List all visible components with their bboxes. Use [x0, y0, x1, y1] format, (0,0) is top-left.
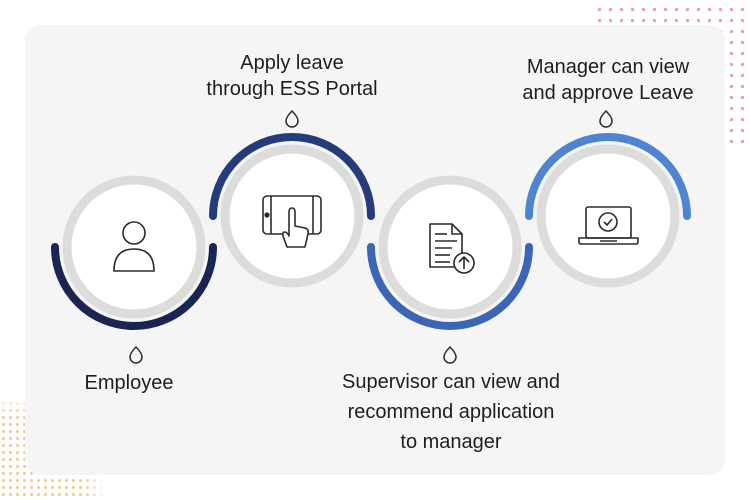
- laptop-check-icon: [578, 206, 639, 245]
- document-upload-icon: [429, 223, 475, 274]
- step-employee-label: Employee: [85, 370, 174, 396]
- step-manager: [525, 109, 691, 288]
- label-line: recommend application: [347, 401, 555, 423]
- label-line: and approve Leave: [522, 82, 694, 104]
- step-manager-label: Manager can view and approve Leave: [522, 54, 693, 106]
- user-icon: [113, 221, 155, 272]
- label-line: Apply leave: [240, 52, 344, 74]
- label-line: Manager can view: [526, 56, 690, 78]
- step-supervisor-label: Supervisor can view and recommend applic…: [342, 367, 560, 457]
- arc-manager: [525, 133, 691, 220]
- step-employee: [51, 175, 217, 364]
- pin-icon: [285, 109, 299, 128]
- step-supervisor: [367, 175, 533, 364]
- tablet-touch-icon: [262, 195, 322, 248]
- arc-apply-leave: [209, 133, 375, 220]
- pin-icon: [599, 109, 613, 128]
- step-apply-leave: [209, 109, 375, 288]
- pin-icon: [443, 345, 457, 364]
- arc-employee: [51, 243, 217, 330]
- step-apply-leave-label: Apply leave through ESS Portal: [206, 50, 377, 102]
- pin-icon: [129, 345, 143, 364]
- arc-supervisor: [367, 243, 533, 330]
- label-line: to manager: [400, 431, 502, 453]
- label-line: through ESS Portal: [206, 78, 378, 100]
- label-line: Employee: [84, 372, 174, 394]
- label-line: Supervisor can view and: [342, 371, 560, 393]
